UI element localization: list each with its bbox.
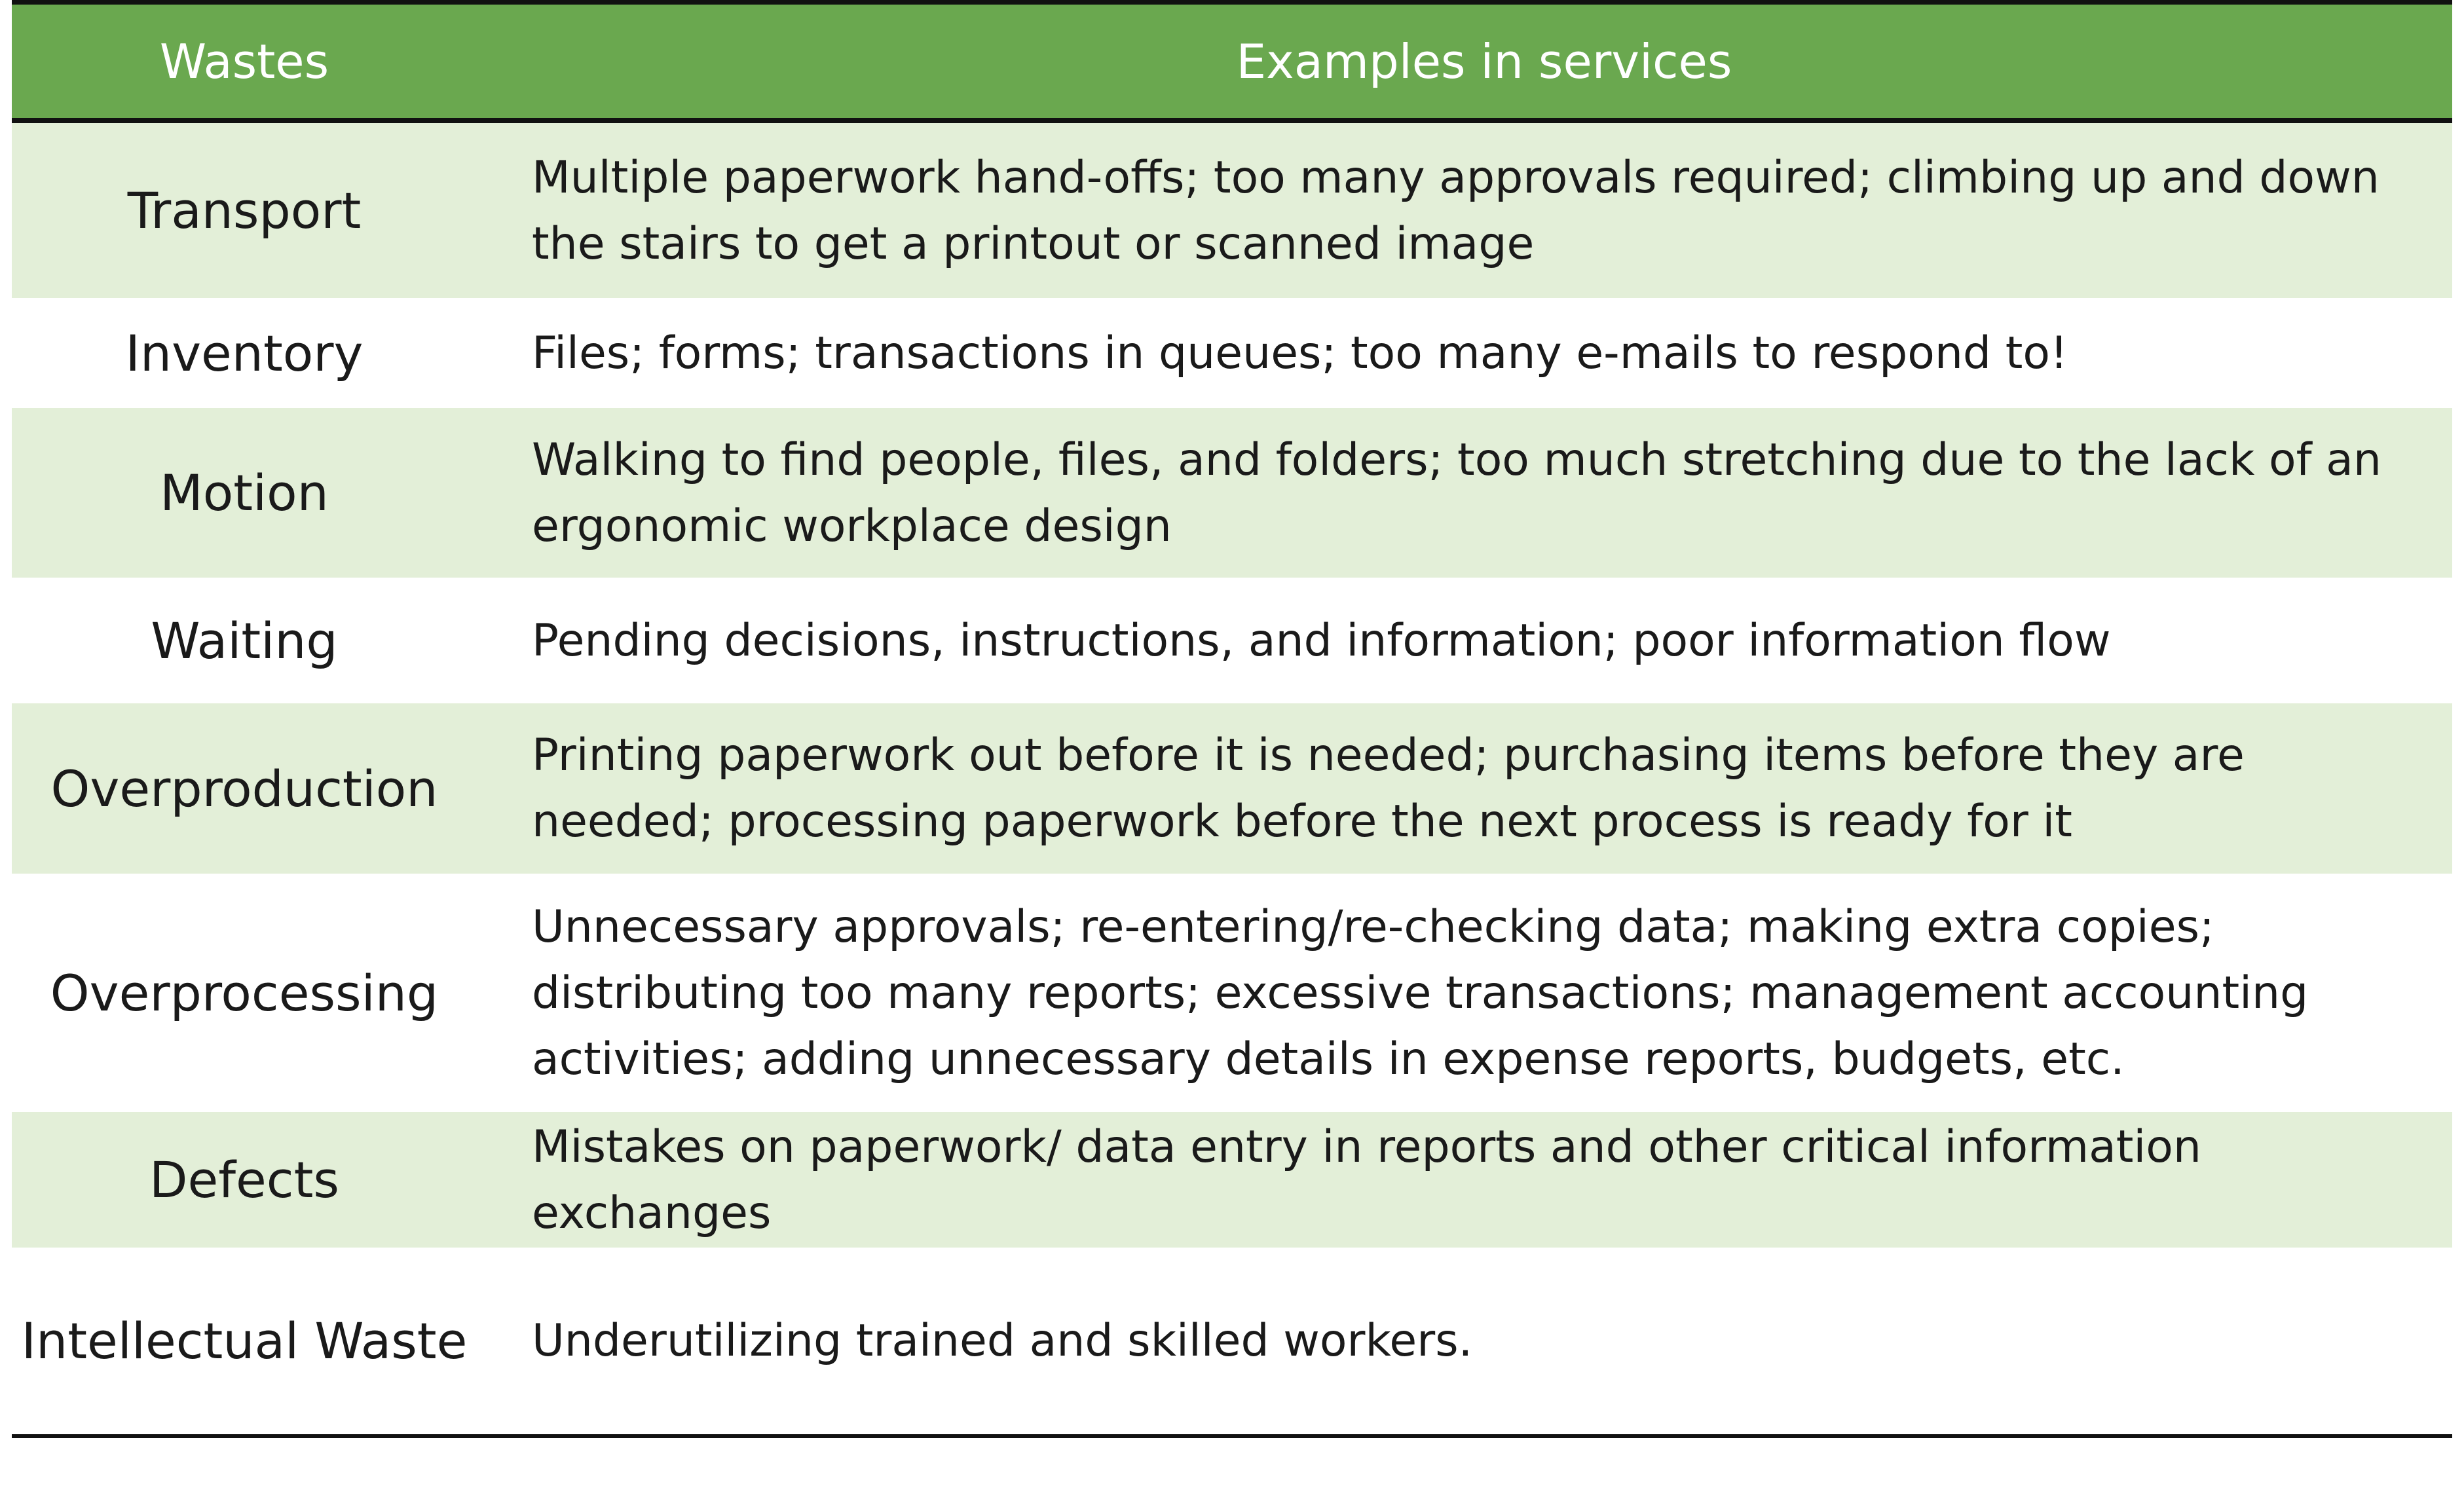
example-cell: Mistakes on paperwork/ data entry in rep… [532,1121,2202,1239]
waste-cell: Waiting [151,611,338,670]
header-wastes: Wastes [159,33,329,89]
table-row: Waiting Pending decisions, instructions,… [12,578,2452,703]
example-cell: Unnecessary approvals; re-entering/re-ch… [532,900,2309,1085]
table-row: Transport Multiple paperwork hand-offs; … [12,123,2452,298]
example-cell: Underutilizing trained and skilled worke… [532,1315,1473,1367]
table-row: Defects Mistakes on paperwork/ data entr… [12,1112,2452,1248]
waste-cell: Overproduction [50,759,438,818]
example-cell: Printing paperwork out before it is need… [532,730,2245,847]
waste-cell: Motion [160,464,329,522]
table-top-rule [12,0,2452,5]
example-cell: Walking to find people, files, and folde… [532,434,2381,552]
table-header: Wastes Examples in services [12,5,2452,118]
waste-cell: Transport [127,181,362,240]
waste-cell: Inventory [125,324,364,382]
waste-cell: Defects [149,1151,339,1209]
wastes-table: Wastes Examples in services Transport Mu… [12,0,2452,1438]
table-row: Overproduction Printing paperwork out be… [12,703,2452,874]
table-header-rule [12,118,2452,123]
table-row: Intellectual Waste Underutilizing traine… [12,1248,2452,1434]
example-cell: Files; forms; transactions in queues; to… [532,327,2068,379]
table-row: Inventory Files; forms; transactions in … [12,298,2452,408]
example-cell: Pending decisions, instructions, and inf… [532,614,2111,667]
waste-cell: Intellectual Waste [21,1312,468,1370]
table-row: Overprocessing Unnecessary approvals; re… [12,874,2452,1112]
waste-cell: Overprocessing [50,963,439,1022]
header-examples: Examples in services [1236,33,1732,89]
table-row: Motion Walking to find people, files, an… [12,408,2452,578]
example-cell: Multiple paperwork hand-offs; too many a… [532,151,2380,270]
table-bottom-rule [12,1434,2452,1438]
